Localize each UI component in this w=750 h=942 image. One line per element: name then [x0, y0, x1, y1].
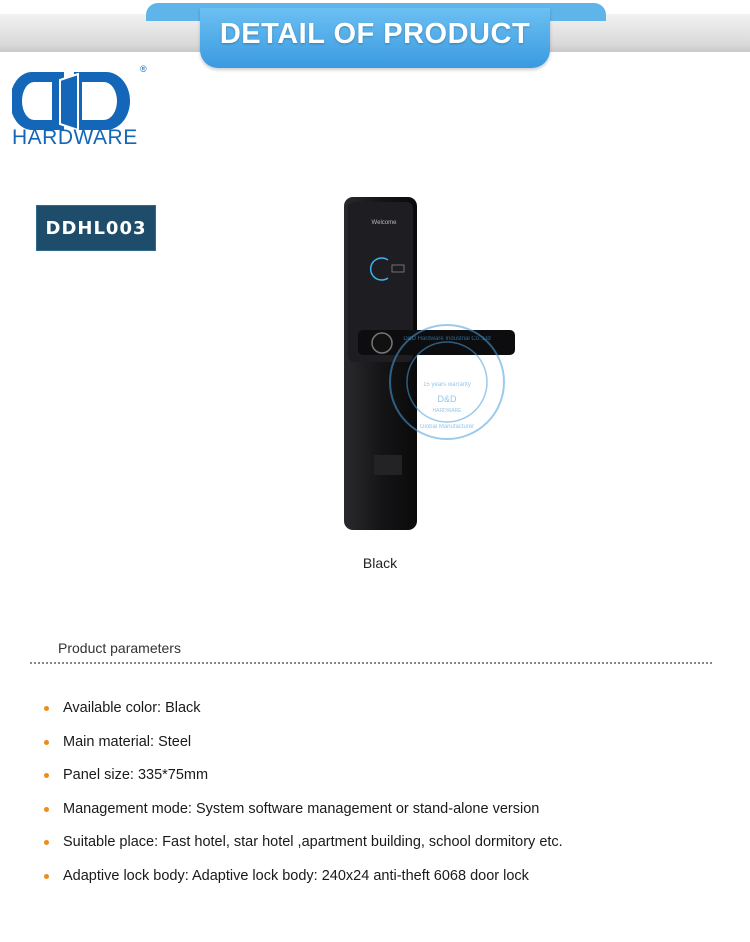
parameter-text: Available color: Black: [63, 700, 201, 716]
bullet-icon: [44, 739, 49, 745]
bullet-icon: [44, 773, 49, 778]
parameters-title: Product parameters: [58, 640, 181, 656]
watermark-stamp: [389, 324, 505, 440]
registered-mark: ®: [140, 64, 147, 74]
parameter-text: Suitable place: Fast hotel, star hotel ,…: [63, 834, 563, 850]
parameter-item: Management mode: System software managem…: [42, 801, 563, 835]
parameter-item: Suitable place: Fast hotel, star hotel ,…: [42, 834, 563, 868]
logo-brand-text: HARDWARE: [12, 126, 138, 149]
parameter-text: Panel size: 335*75mm: [63, 767, 209, 783]
watermark-warranty: 15 years warranty: [423, 382, 471, 388]
dd-logo-icon: ®: [12, 64, 147, 132]
door-lock-image: Welcome D&D 15 years warranty HARDWARE D…: [344, 197, 515, 530]
banner-ribbon: [200, 8, 550, 68]
watermark-brand-sub: HARDWARE: [433, 408, 463, 414]
bullet-icon: [44, 840, 49, 845]
parameter-text: Management mode: System software managem…: [63, 800, 540, 817]
banner-title: DETAIL OF PRODUCT: [219, 18, 531, 50]
parameter-item: Available color: Black: [42, 700, 563, 734]
watermark-top: D&D Hardware Industrial Co.,Ltd: [403, 336, 490, 342]
lock-screen-text: Welcome: [372, 220, 398, 226]
parameter-text: Main material: Steel: [63, 733, 192, 750]
parameter-item: Adaptive lock body: Adaptive lock body: …: [42, 868, 563, 902]
parameter-text: Adaptive lock body: Adaptive lock body: …: [63, 867, 529, 884]
model-badge: DDHL003: [36, 205, 156, 251]
watermark-bottom: Global Manufacturer: [420, 424, 474, 430]
bullet-icon: [44, 706, 49, 711]
bullet-icon: [44, 873, 49, 879]
color-caption: Black: [362, 555, 398, 571]
parameter-item: Panel size: 335*75mm: [42, 767, 563, 801]
watermark-brand: D&D: [437, 394, 457, 404]
parameters-list: Available color: Black Main material: St…: [42, 700, 563, 901]
bullet-icon: [44, 806, 49, 812]
parameter-item: Main material: Steel: [42, 734, 563, 768]
dotted-divider: [30, 662, 712, 664]
